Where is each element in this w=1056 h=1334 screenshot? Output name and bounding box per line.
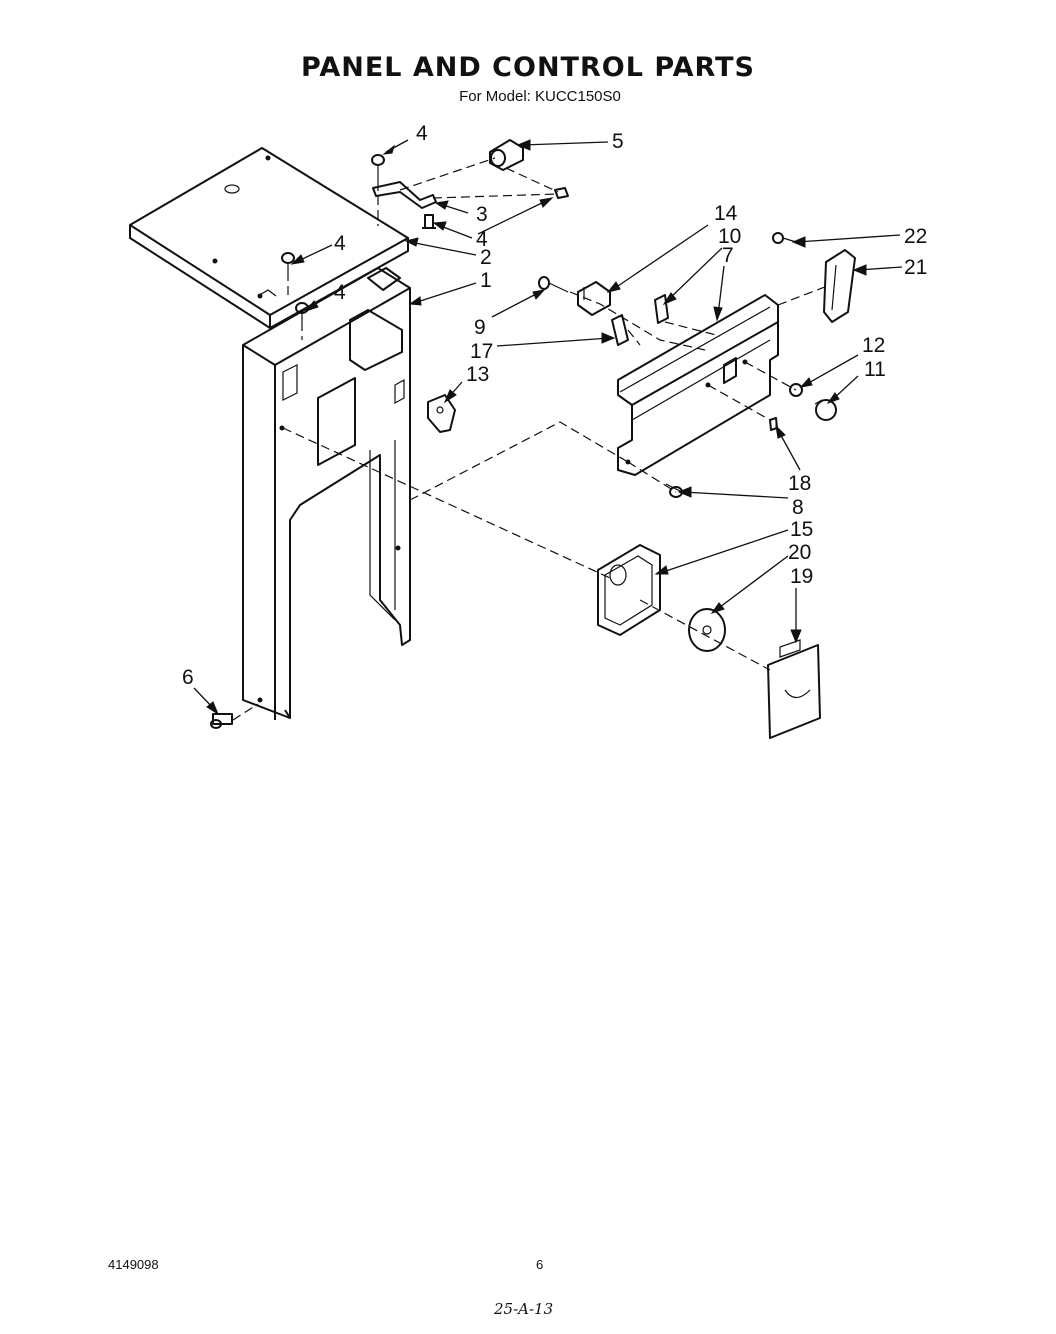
callout-labels: 4 5 3 4 4 2 4 1 14 10 7 22 21 9 17 13 12… xyxy=(182,122,927,689)
callout-11: 11 xyxy=(864,358,886,381)
callout-8: 8 xyxy=(792,496,804,519)
screw-part-4-right xyxy=(554,187,569,199)
switch-part-14 xyxy=(577,281,611,316)
callout-22: 22 xyxy=(904,225,927,248)
page-number: 6 xyxy=(536,1257,544,1272)
callout-12: 12 xyxy=(862,334,885,357)
screw-part-4-lower xyxy=(295,302,309,322)
housing-part-15 xyxy=(597,544,661,636)
screw-part-4-top xyxy=(371,154,385,182)
door-part-19 xyxy=(767,639,821,739)
holder-part-13 xyxy=(427,394,456,433)
control-panel-part xyxy=(617,294,779,476)
clip-part-17 xyxy=(611,314,629,346)
knob-part-11 xyxy=(814,399,837,421)
callout-7: 7 xyxy=(722,244,734,267)
callout-14: 14 xyxy=(714,202,738,225)
top-plate-part xyxy=(129,147,409,329)
callout-3: 3 xyxy=(476,203,488,226)
callout-10: 10 xyxy=(718,225,741,248)
document-number: 4149098 xyxy=(108,1257,159,1272)
callout-2: 2 xyxy=(480,246,492,269)
screw-part-22 xyxy=(772,232,797,244)
callout-4-lower: 4 xyxy=(334,281,346,304)
callout-5: 5 xyxy=(612,130,624,153)
callout-4-mid: 4 xyxy=(476,228,488,251)
handwritten-note: 25-A-13 xyxy=(494,1300,554,1318)
screw-part-6 xyxy=(210,713,233,729)
callout-17: 17 xyxy=(470,340,493,363)
callout-6: 6 xyxy=(182,666,194,689)
callout-19: 19 xyxy=(790,565,813,588)
bracket-part-21 xyxy=(823,249,856,323)
screw-part-4-mid xyxy=(422,214,436,229)
clip-part-10 xyxy=(654,294,669,324)
assembly-lines xyxy=(232,157,831,721)
disc-part-20 xyxy=(688,608,726,652)
callout-18: 18 xyxy=(788,472,811,495)
callout-13: 13 xyxy=(466,363,489,386)
screw-part-8 xyxy=(665,483,683,498)
callout-21: 21 xyxy=(904,256,927,279)
cabinet-frame-part xyxy=(242,267,411,720)
screw-part-4-left xyxy=(281,252,295,272)
callout-20: 20 xyxy=(788,541,811,564)
callout-4-left: 4 xyxy=(334,232,346,255)
model-subtitle: For Model: KUCC150S0 xyxy=(459,88,621,105)
screw-part-9 xyxy=(538,276,569,293)
callout-4-top: 4 xyxy=(416,122,428,145)
screw-part-12 xyxy=(789,383,803,397)
callout-9: 9 xyxy=(474,316,486,339)
leader-arrows xyxy=(193,139,903,716)
page-title: PANEL AND CONTROL PARTS xyxy=(301,52,755,83)
callout-15: 15 xyxy=(790,518,813,541)
callout-1: 1 xyxy=(480,269,492,292)
